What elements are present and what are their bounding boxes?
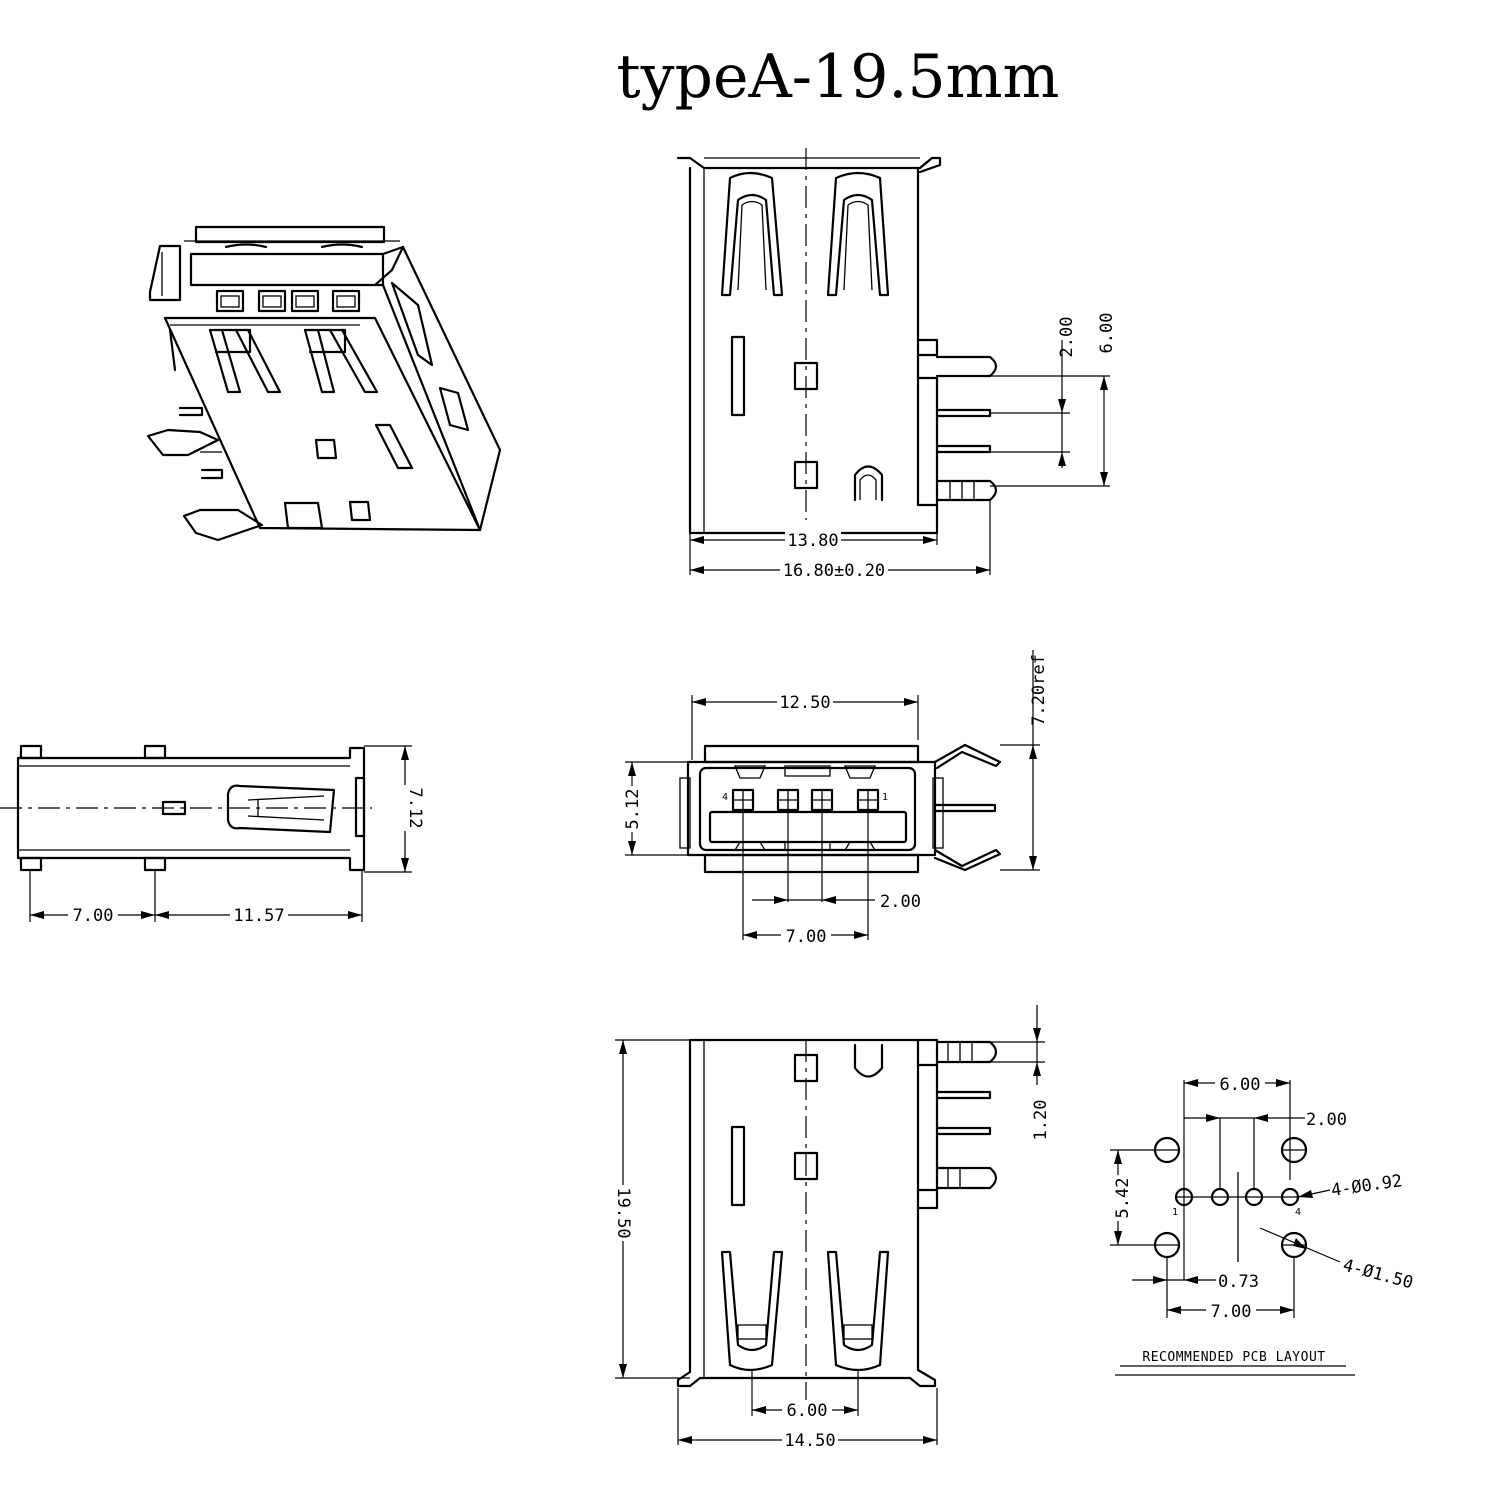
dim-overall-width: 16.80±0.20 [783,561,885,581]
pcb-layout: 1 4 6.00 2.00 5.42 4-Ø0.92 4-Ø1.50 0.73 [1108,1073,1415,1376]
dim-bottom-length: 19.50 [613,1187,633,1238]
pcb-dim-row-spacing: 5.42 [1113,1178,1133,1219]
pcb-dim-pin-holes: 4-Ø0.92 [1330,1171,1404,1201]
pcb-dim-overall: 7.00 [1211,1302,1252,1322]
bottom-view: 19.50 14.50 6.00 1.20 [613,1005,1051,1451]
front-view: 4 1 12.50 5.12 7.20ref 2.00 7.0 [622,650,1049,947]
pcb-layout-caption: RECOMMENDED PCB LAYOUT [1142,1350,1325,1365]
pcb-pin-4: 4 [1295,1207,1301,1218]
side-view: 7.00 11.57 7.12 [0,744,425,926]
dim-slot-spacing: 6.00 [787,1401,828,1421]
pcb-dim-peg-spacing: 6.00 [1220,1075,1261,1095]
dim-bottom-width: 14.50 [784,1431,835,1451]
dim-length: 11.57 [233,906,284,926]
pcb-pin-1: 1 [1172,1207,1178,1218]
isometric-view [146,225,502,542]
pcb-dim-pin-pitch: 2.00 [1306,1110,1347,1130]
dim-contact-pitch: 2.00 [880,892,921,912]
dim-ref-height: 7.20ref [1029,654,1049,726]
top-view: 13.80 16.80±0.20 2.00 6.00 [676,148,1117,581]
dim-tab-spacing: 7.00 [73,906,114,926]
dim-body-width: 13.80 [787,531,838,551]
dim-pin-pitch: 2.00 [1057,317,1077,358]
dim-height: 7.12 [405,788,425,829]
drawing-title: typeA-19.5mm [617,42,1060,112]
dim-pin-span: 6.00 [1097,313,1117,354]
pin-label-4: 4 [722,792,728,803]
pcb-dim-offset: 0.73 [1218,1272,1259,1292]
dim-front-width: 12.50 [779,693,830,713]
dim-front-height: 5.12 [623,789,643,830]
pin-label-1: 1 [882,792,888,803]
dim-offset: 1.20 [1031,1100,1051,1141]
dim-contact-span: 7.00 [786,927,827,947]
pcb-dim-peg-holes: 4-Ø1.50 [1341,1256,1415,1294]
